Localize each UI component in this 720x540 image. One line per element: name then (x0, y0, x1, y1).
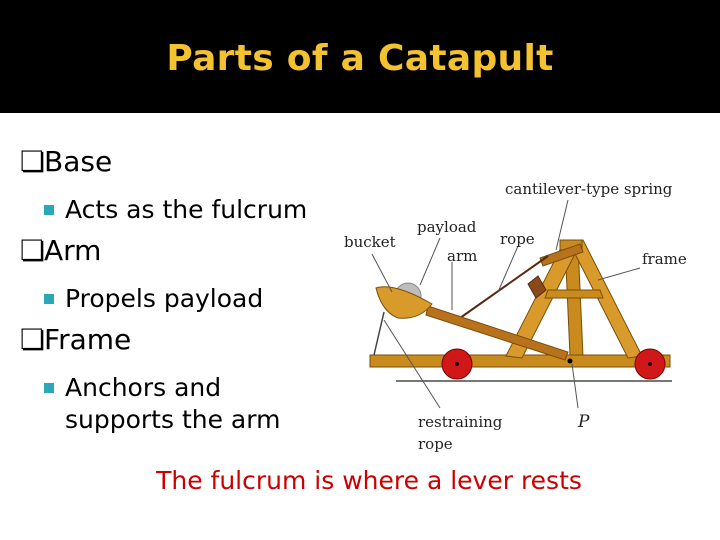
restraining-rope (373, 311, 385, 356)
label-spring: cantilever-type spring (505, 180, 673, 198)
bullet-label: Arm (44, 234, 102, 267)
bullet-label: Base (44, 145, 113, 178)
bullet-arm: ❏Arm (20, 234, 101, 267)
stopper-block (527, 275, 547, 299)
bucket-shape (375, 286, 433, 319)
wheel-left-hub (455, 362, 459, 366)
sub-bullet-text: Anchors and (65, 373, 222, 402)
caption-text: The fulcrum is where a lever rests (156, 466, 582, 495)
bullet-glyph-icon: ❏ (20, 323, 46, 356)
wheel-right-hub (648, 362, 652, 366)
label-payload: payload (417, 218, 477, 236)
frame-brace (544, 289, 604, 299)
bullet-glyph-icon: ❏ (20, 234, 46, 267)
throwing-arm (425, 305, 569, 361)
sub-bullet: Acts as the fulcrum (44, 194, 307, 226)
sub-bullet-text: supports the arm (65, 405, 281, 434)
pivot-point (567, 358, 573, 364)
bullet-base: ❏Base (20, 145, 112, 178)
bullet-glyph-icon: ❏ (20, 145, 46, 178)
title-bar (0, 0, 720, 113)
sub-bullet: Anchors and supports the arm (44, 372, 280, 436)
square-bullet-icon (44, 205, 54, 215)
label-restraining-rope: rope (418, 435, 453, 453)
catapult-diagram: cantilever-type spring payload bucket ro… (344, 180, 687, 453)
label-rope: rope (500, 230, 535, 248)
sub-bullet-text: Propels payload (65, 284, 264, 313)
square-bullet-icon (44, 294, 54, 304)
bullet-frame: ❏Frame (20, 323, 131, 356)
spring-beam (539, 243, 584, 267)
label-arm: arm (447, 247, 477, 265)
leader-lines (371, 199, 641, 409)
sub-bullet: Propels payload (44, 283, 263, 315)
bullet-label: Frame (44, 323, 132, 356)
slide-title: Parts of a Catapult (166, 38, 554, 79)
label-restraining: restraining (418, 413, 503, 431)
sub-bullet-text: Acts as the fulcrum (65, 195, 308, 224)
label-pivot: P (577, 412, 590, 432)
label-bucket: bucket (344, 233, 396, 251)
label-frame: frame (642, 250, 687, 268)
rope-line (459, 255, 549, 319)
square-bullet-icon (44, 383, 54, 393)
